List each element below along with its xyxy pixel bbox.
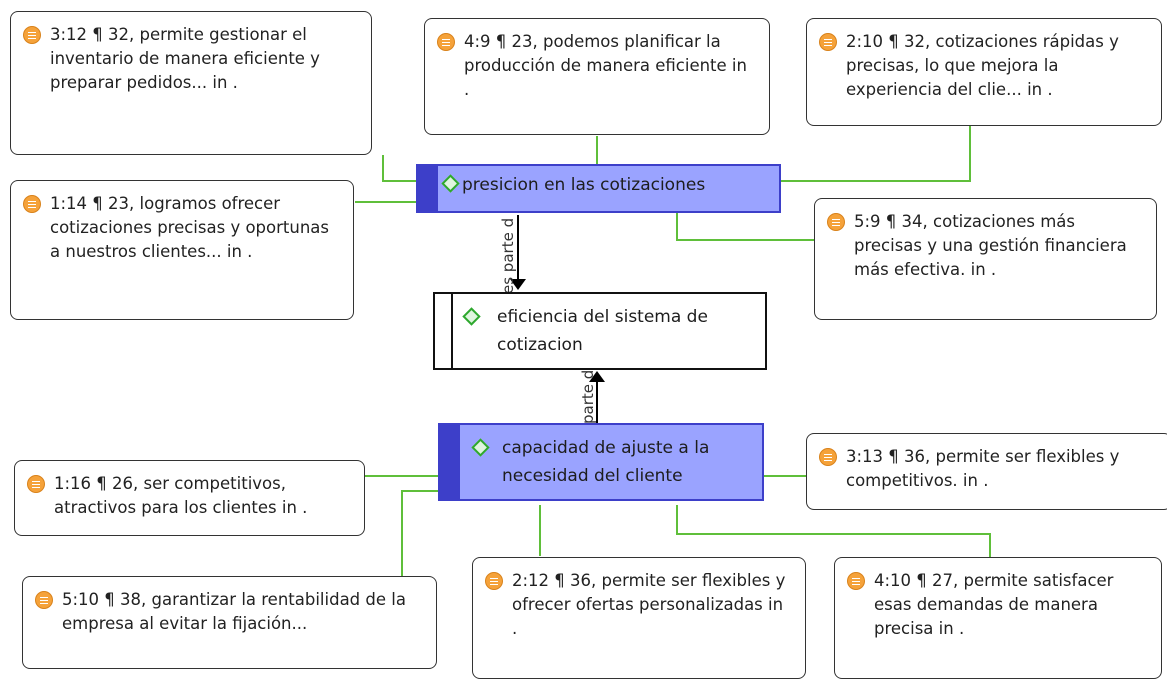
quotation-icon bbox=[827, 213, 845, 231]
link-q2-10 bbox=[781, 126, 971, 182]
quotation-text: 1:14 ¶ 23, logramos ofrecer cotizaciones… bbox=[50, 194, 329, 261]
quotation-icon bbox=[437, 33, 455, 51]
quotation-3-12[interactable]: 3:12 ¶ 32, permite gestionar el inventar… bbox=[10, 11, 372, 155]
quotation-3-13[interactable]: 3:13 ¶ 36, permite ser flexibles y compe… bbox=[806, 433, 1167, 510]
link-q5-9 bbox=[676, 211, 815, 241]
quotation-icon bbox=[23, 26, 41, 44]
quotation-1-14[interactable]: 1:14 ¶ 23, logramos ofrecer cotizaciones… bbox=[10, 180, 354, 320]
code-color-bar bbox=[440, 425, 460, 499]
quotation-text: 4:9 ¶ 23, podemos planificar la producci… bbox=[464, 32, 747, 99]
quotation-icon bbox=[23, 195, 41, 213]
quotation-text: 2:12 ¶ 36, permite ser flexibles y ofrec… bbox=[512, 571, 786, 638]
quotation-5-9[interactable]: 5:9 ¶ 34, cotizaciones más precisas y un… bbox=[814, 198, 1157, 320]
code-color-bar bbox=[435, 294, 453, 368]
code-diamond-icon bbox=[462, 307, 481, 326]
quotation-text: 3:13 ¶ 36, permite ser flexibles y compe… bbox=[846, 447, 1120, 490]
relation-label-1: es parte d bbox=[499, 217, 517, 294]
quotation-text: 2:10 ¶ 32, cotizaciones rápidas y precis… bbox=[846, 32, 1119, 99]
code-color-bar bbox=[418, 166, 438, 211]
quotation-1-16[interactable]: 1:16 ¶ 26, ser competitivos, atractivos … bbox=[14, 460, 365, 536]
quotation-icon bbox=[847, 572, 865, 590]
quotation-text: 5:10 ¶ 38, garantizar la rentabilidad de… bbox=[62, 590, 406, 633]
arrowhead-down bbox=[510, 279, 526, 290]
quotation-4-10[interactable]: 4:10 ¶ 27, permite satisfacer esas deman… bbox=[834, 557, 1162, 679]
quotation-text: 4:10 ¶ 27, permite satisfacer esas deman… bbox=[874, 571, 1114, 638]
quotation-2-12[interactable]: 2:12 ¶ 36, permite ser flexibles y ofrec… bbox=[472, 557, 806, 679]
link-q3-12 bbox=[382, 155, 418, 182]
code-label: capacidad de ajuste a la necesidad del c… bbox=[502, 438, 710, 486]
quotation-icon bbox=[485, 572, 503, 590]
quotation-icon bbox=[819, 33, 837, 51]
relation-label-2: parte d bbox=[579, 369, 597, 424]
code-diamond-icon bbox=[441, 174, 460, 193]
quotation-2-10[interactable]: 2:10 ¶ 32, cotizaciones rápidas y precis… bbox=[806, 18, 1162, 126]
quotation-text: 1:16 ¶ 26, ser competitivos, atractivos … bbox=[54, 474, 308, 517]
quotation-text: 3:12 ¶ 32, permite gestionar el inventar… bbox=[50, 25, 320, 92]
quotation-icon bbox=[35, 591, 53, 609]
link-q4-10 bbox=[676, 505, 991, 557]
quotation-text: 5:9 ¶ 34, cotizaciones más precisas y un… bbox=[854, 212, 1127, 279]
code-presicion-en-las-cotizaciones[interactable]: presicion en las cotizaciones bbox=[416, 164, 781, 213]
code-eficiencia-del-sistema-de-cotizacion[interactable]: eficiencia del sistema de cotizacion bbox=[433, 292, 767, 370]
code-label: eficiencia del sistema de cotizacion bbox=[497, 307, 708, 355]
link-q5-10 bbox=[401, 490, 440, 576]
quotation-icon bbox=[819, 448, 837, 466]
code-label: presicion en las cotizaciones bbox=[462, 175, 706, 195]
quotation-4-9[interactable]: 4:9 ¶ 23, podemos planificar la producci… bbox=[424, 18, 770, 135]
arrowhead-up bbox=[589, 371, 605, 382]
quotation-5-10[interactable]: 5:10 ¶ 38, garantizar la rentabilidad de… bbox=[22, 576, 437, 669]
quotation-icon bbox=[27, 475, 45, 493]
code-diamond-icon bbox=[471, 438, 490, 457]
code-capacidad-de-ajuste[interactable]: capacidad de ajuste a la necesidad del c… bbox=[438, 423, 764, 501]
